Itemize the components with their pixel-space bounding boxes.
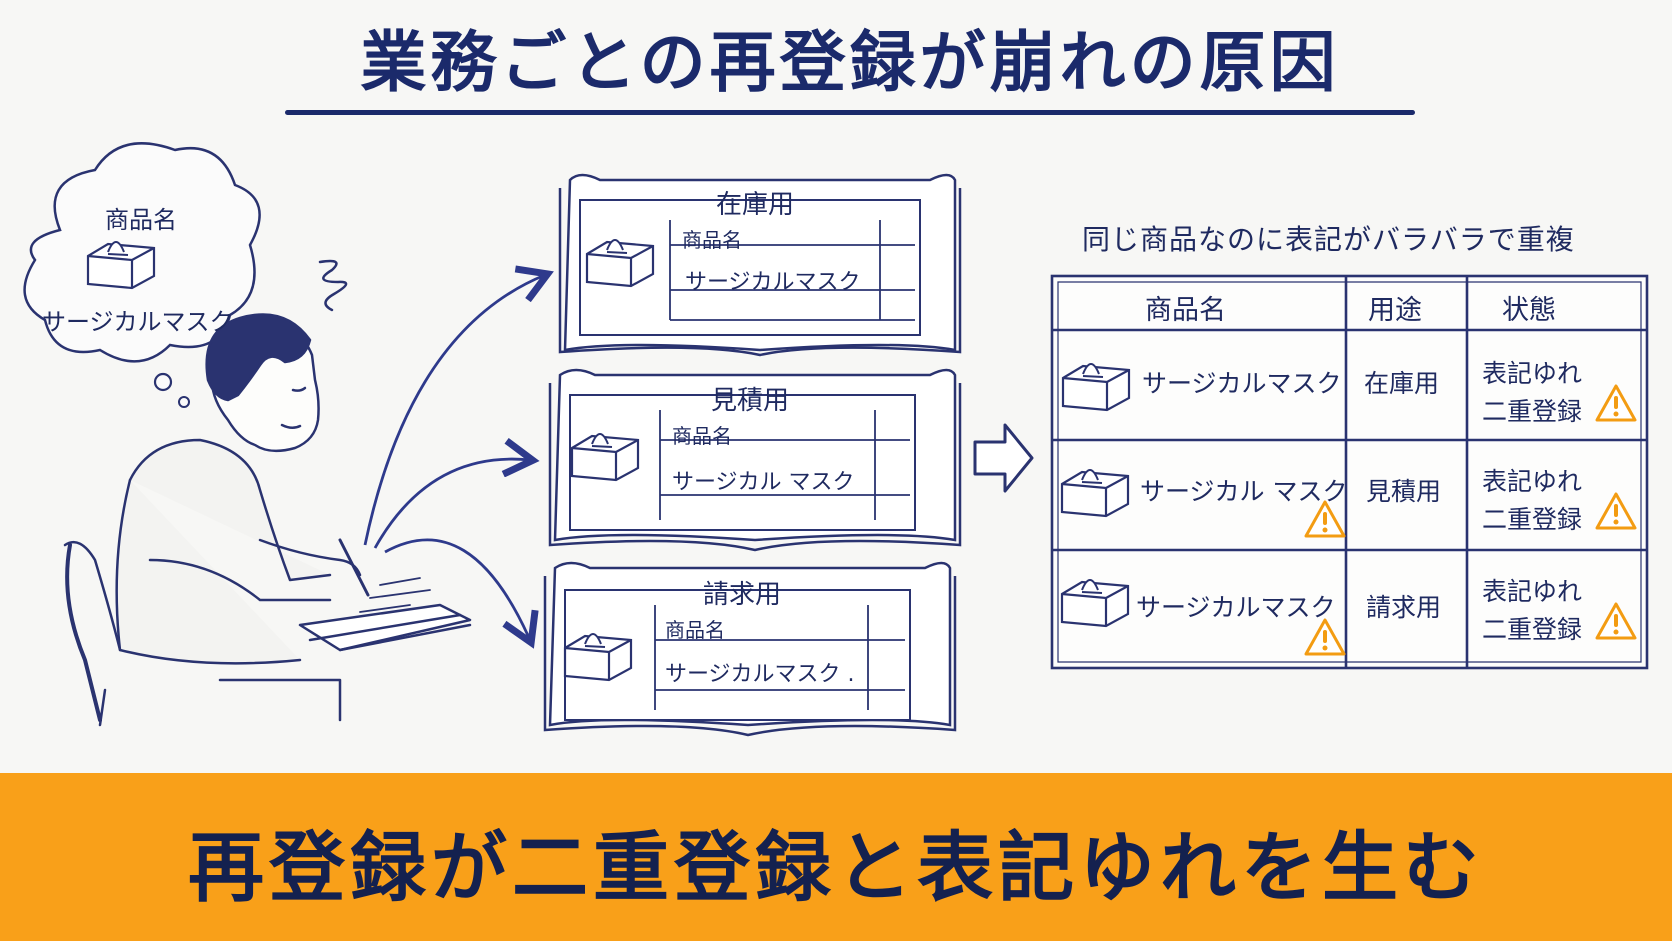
book-quote-title: 見積用 — [710, 386, 789, 416]
book-inventory-title: 在庫用 — [715, 190, 794, 220]
thought-bubble — [23, 142, 261, 408]
person-at-desk — [63, 259, 472, 727]
confusion-squiggle-icon — [318, 259, 348, 312]
title-block: 業務ごとの再登録が崩れの原因 — [285, 18, 1415, 118]
table-header-status: 状態 — [1502, 295, 1556, 326]
book-inventory-value: サージカルマスク — [685, 270, 861, 295]
bottom-banner — [0, 773, 1672, 941]
book-invoice-title: 請求用 — [702, 580, 781, 610]
table-header-name: 商品名 — [1145, 295, 1226, 326]
table-row-1-status1: 表記ゆれ — [1482, 359, 1583, 388]
table-header-use: 用途 — [1368, 295, 1422, 326]
table-row-3-use: 請求用 — [1366, 593, 1442, 622]
page-title: 業務ごとの再登録が崩れの原因 — [360, 24, 1340, 101]
table-row-1-name: サージカルマスク — [1142, 369, 1342, 398]
bubble-product-name: サージカルマスク — [42, 308, 234, 336]
book-invoice-value: サージカルマスク . — [665, 662, 855, 687]
banner-message: 再登録が二重登録と表記ゆれを生む — [188, 823, 1484, 912]
book-quote-value: サージカル マスク — [672, 470, 855, 495]
table-row-2-name: サージカル マスク — [1140, 477, 1348, 506]
table-row-2-status1: 表記ゆれ — [1482, 467, 1583, 496]
book-quote — [548, 368, 962, 552]
bubble-field-label: 商品名 — [105, 206, 177, 234]
table-row-2-use: 見積用 — [1366, 477, 1442, 506]
table-row-3-name: サージカルマスク — [1136, 593, 1336, 622]
result-arrow-icon — [973, 423, 1034, 493]
table-row-3-status1: 表記ゆれ — [1482, 577, 1583, 606]
title-underline — [285, 110, 1415, 115]
book-quote-field: 商品名 — [672, 424, 732, 448]
table-row-2-status2: 二重登録 — [1482, 505, 1583, 534]
table-row-3-status2: 二重登録 — [1482, 615, 1583, 644]
book-inventory — [558, 173, 962, 357]
table-caption: 同じ商品なのに表記がバラバラで重複 — [1082, 223, 1575, 256]
book-inventory-field: 商品名 — [682, 228, 742, 252]
book-invoice — [543, 561, 957, 737]
duplicate-table-grid — [1050, 274, 1649, 670]
table-row-1-status2: 二重登録 — [1482, 397, 1583, 426]
tissue-box-icon — [86, 240, 156, 290]
book-invoice-field: 商品名 — [665, 618, 725, 642]
flow-arrows — [363, 275, 545, 640]
table-row-1-use: 在庫用 — [1364, 369, 1440, 398]
